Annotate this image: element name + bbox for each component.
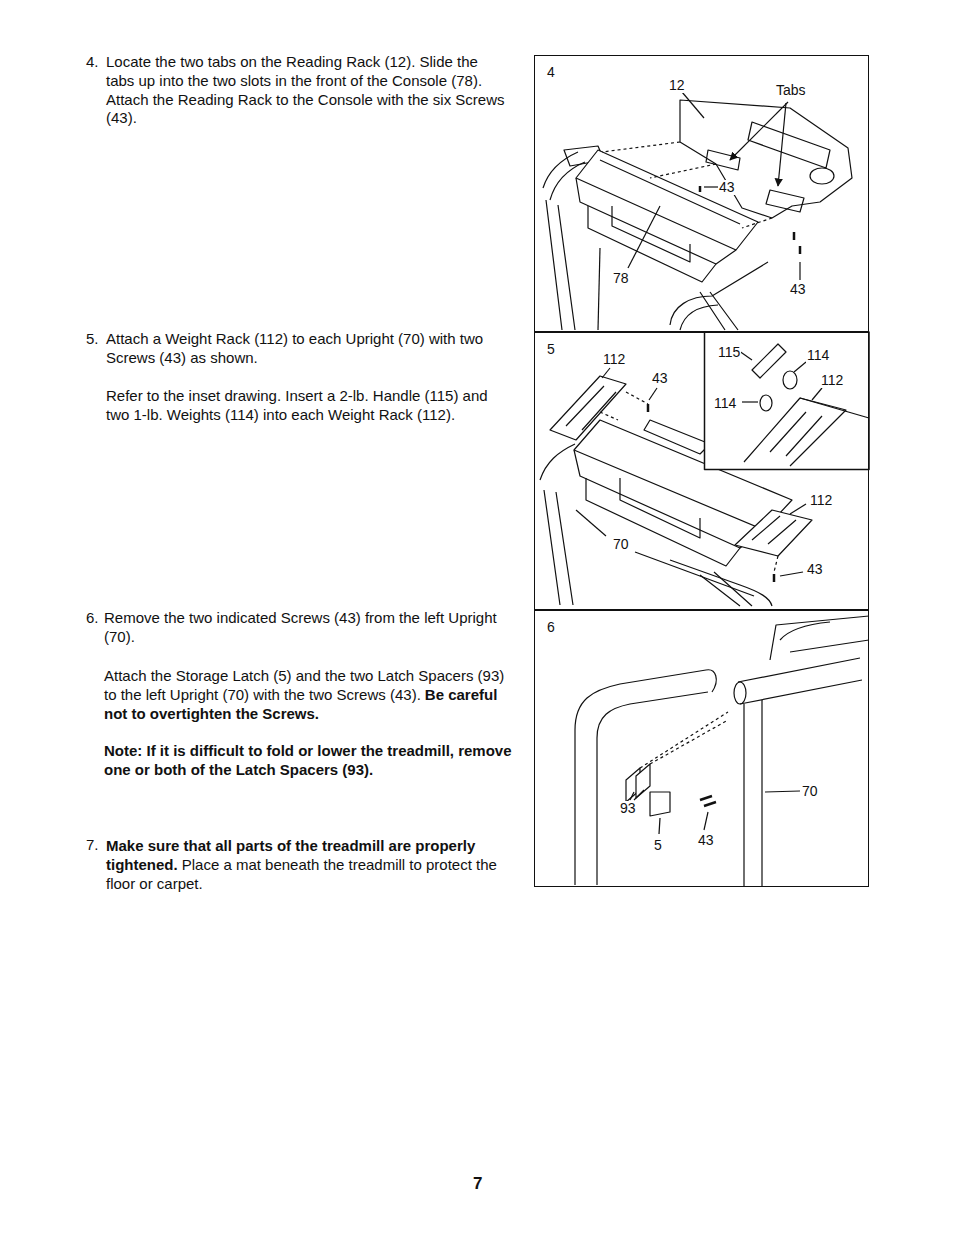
callout-number: 93: [619, 801, 637, 816]
callout-number: 112: [602, 352, 626, 367]
instruction-note: Note: If it is difficult to fold or lowe…: [104, 742, 516, 780]
callout-number: 5: [653, 838, 663, 853]
callout-number: 112: [820, 373, 844, 388]
step-number: 4.: [86, 53, 106, 72]
callout-number: 78: [612, 271, 630, 286]
page-number: 7: [473, 1175, 482, 1194]
step-number: 7.: [86, 836, 106, 855]
instruction-text: Refer to the inset drawing. Insert a 2-l…: [106, 387, 510, 425]
storage-latch-figure: [575, 616, 869, 887]
callout-number: 70: [612, 537, 630, 552]
callout-number: 12: [668, 78, 686, 93]
instruction-text: Remove the two indicated Screws (43) fro…: [104, 609, 516, 647]
treadmill-console-figure: [543, 92, 852, 330]
instruction-text: Attach a Weight Rack (112) to each Uprig…: [106, 330, 510, 368]
callout-number: 112: [809, 493, 833, 508]
callout-number: 43: [651, 371, 669, 386]
step-number: 5: [547, 341, 555, 357]
callout-number: 114: [806, 348, 830, 363]
callout-number: Tabs: [775, 83, 807, 98]
instruction-paragraph: Make sure that all parts of the treadmil…: [106, 837, 518, 893]
instruction-text: Locate the two tabs on the Reading Rack …: [106, 53, 510, 128]
instruction-paragraph: Attach the Storage Latch (5) and the two…: [104, 667, 516, 723]
inset-figure: [705, 332, 870, 470]
callout-number: 43: [789, 282, 807, 297]
figure-panel: 4: [534, 55, 869, 332]
step-number: 4: [547, 64, 555, 80]
callout-number: 43: [697, 833, 715, 848]
callout-number: 115: [717, 345, 741, 360]
step-number: 5.: [86, 330, 106, 349]
step-number: 6.: [86, 609, 106, 628]
callout-number: 70: [801, 784, 819, 799]
callout-number: 43: [806, 562, 824, 577]
step-number: 6: [547, 619, 555, 635]
callout-number: 43: [718, 180, 736, 195]
callout-number: 114: [713, 396, 737, 411]
